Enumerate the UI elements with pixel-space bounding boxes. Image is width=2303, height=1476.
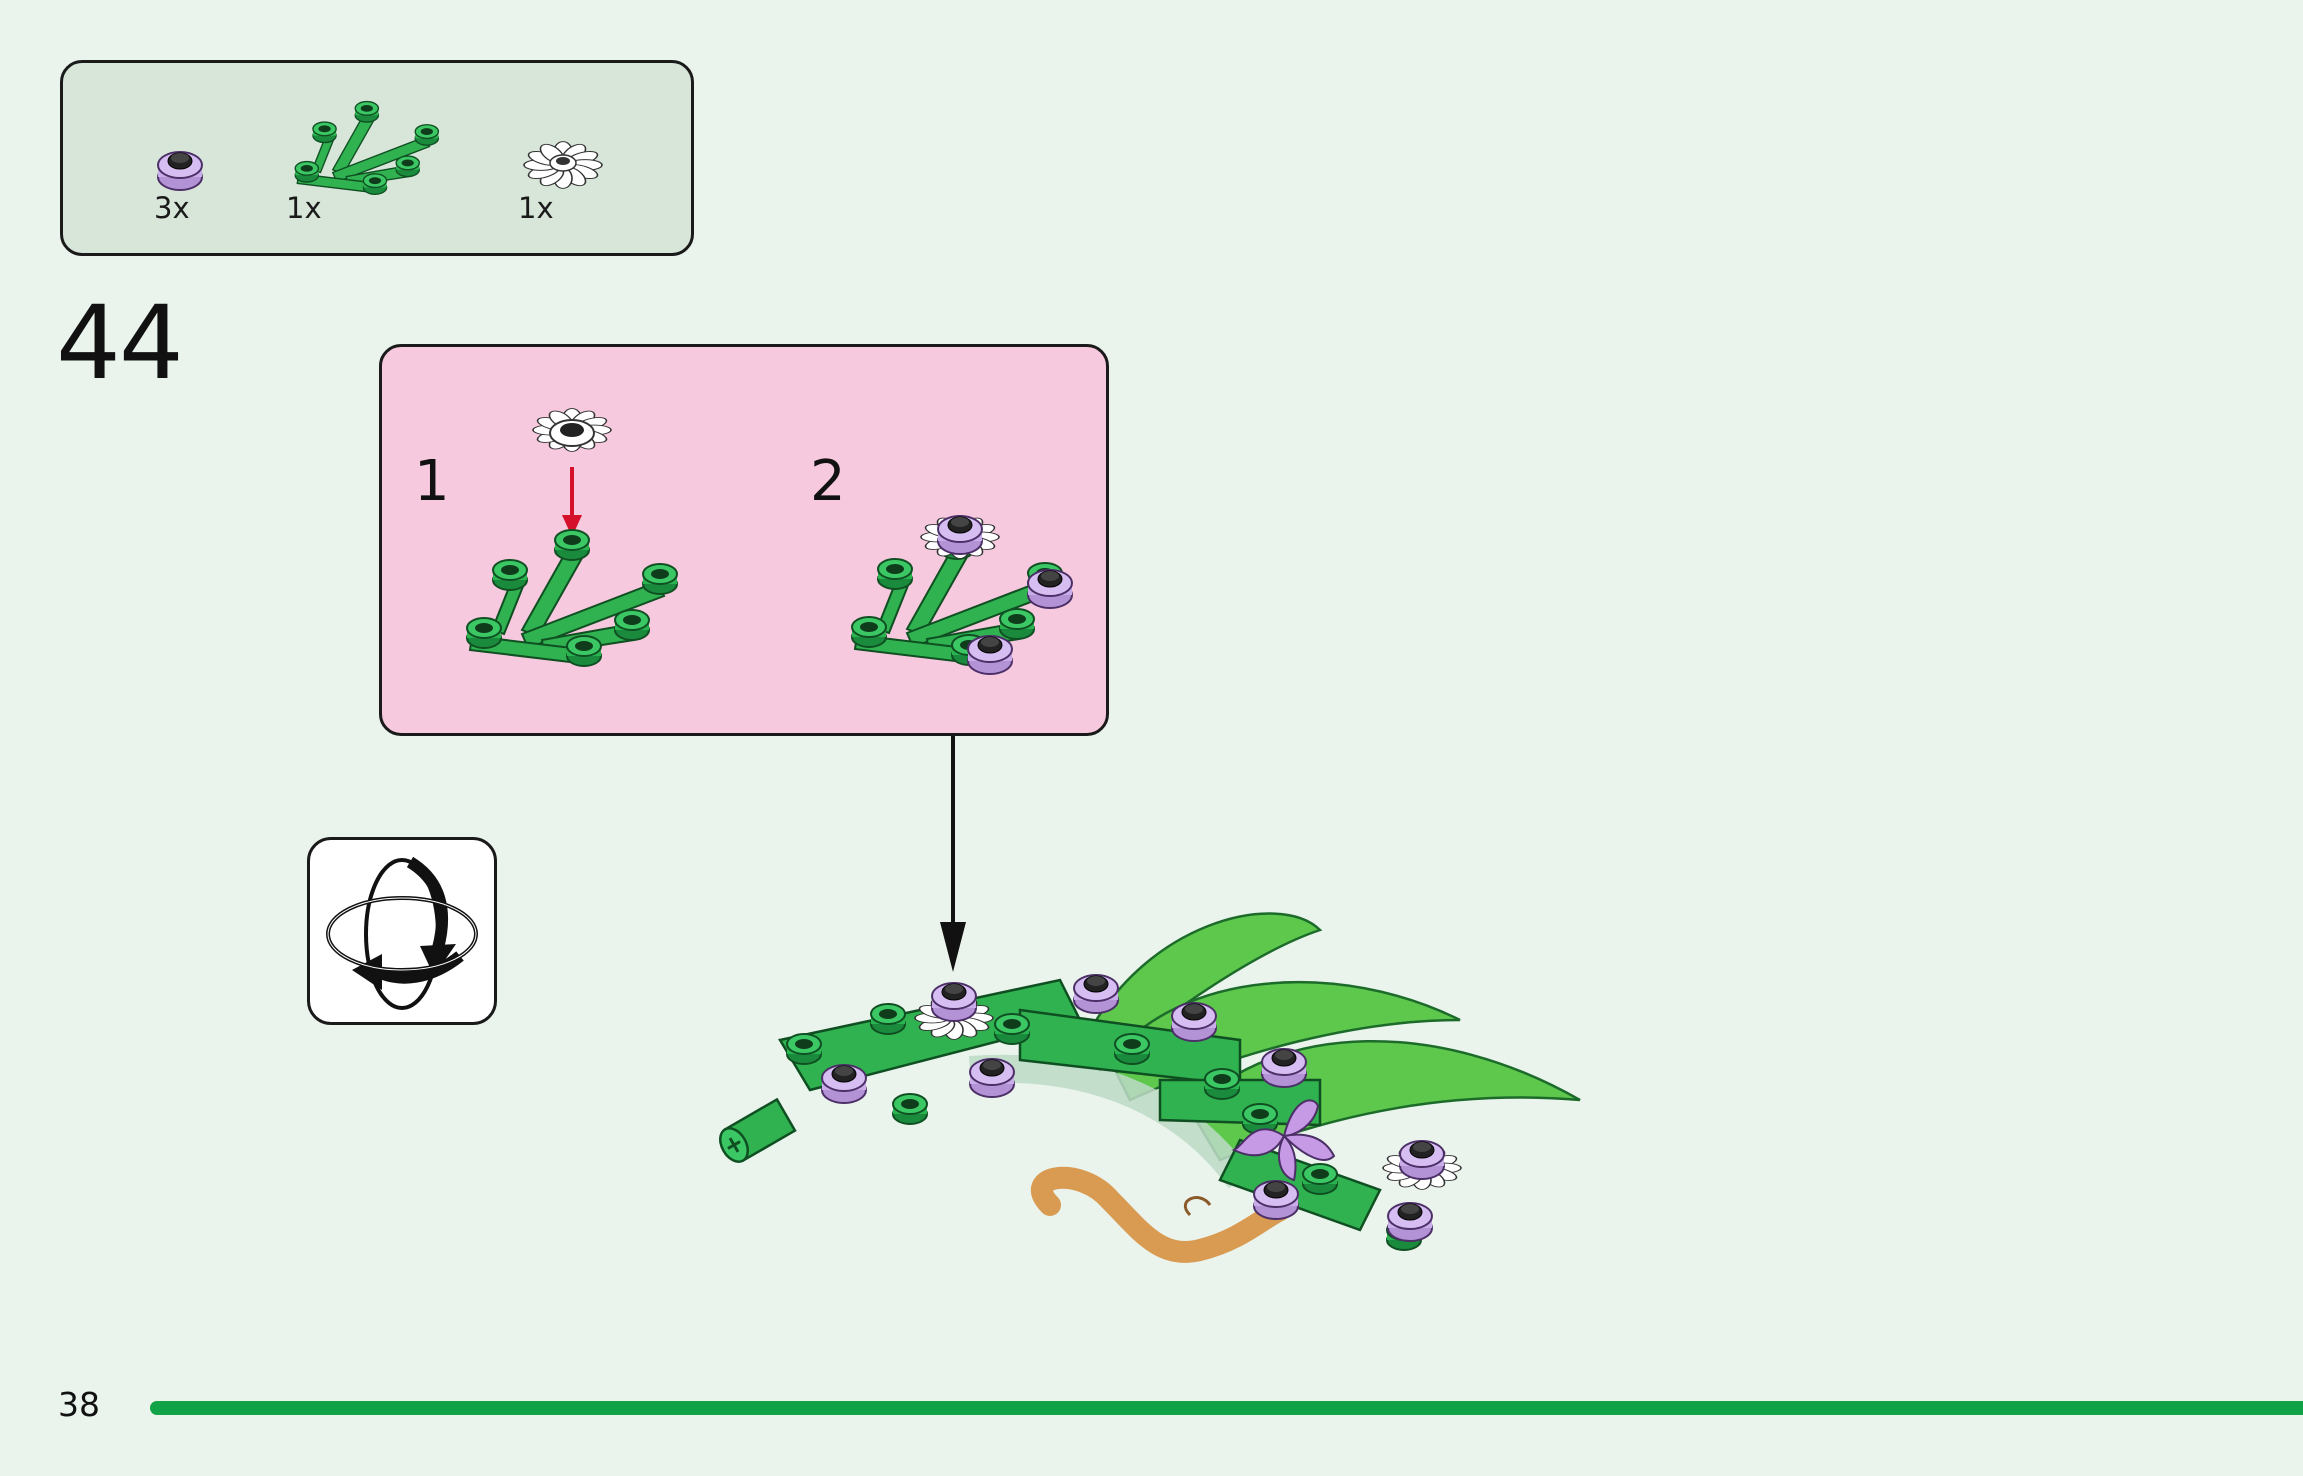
progress-bar	[150, 1401, 2303, 1415]
substep-1-illustration	[452, 375, 692, 709]
step-number: 44	[56, 284, 182, 403]
part-quantity: 1x	[286, 191, 322, 225]
model-illustration	[720, 910, 1600, 1314]
lavender-round-plate-icon	[155, 147, 205, 195]
substep-callout: 1 2	[379, 344, 1109, 736]
substep-2-illustration	[832, 477, 1082, 721]
substep-number: 1	[414, 449, 450, 514]
part-quantity: 1x	[518, 191, 554, 225]
page-number: 38	[58, 1385, 100, 1424]
part-quantity: 3x	[154, 191, 190, 225]
rotate-model-icon	[307, 837, 497, 1025]
parts-callout: 3x 1x 1x	[60, 60, 694, 256]
green-branch-plate-icon	[285, 101, 435, 205]
